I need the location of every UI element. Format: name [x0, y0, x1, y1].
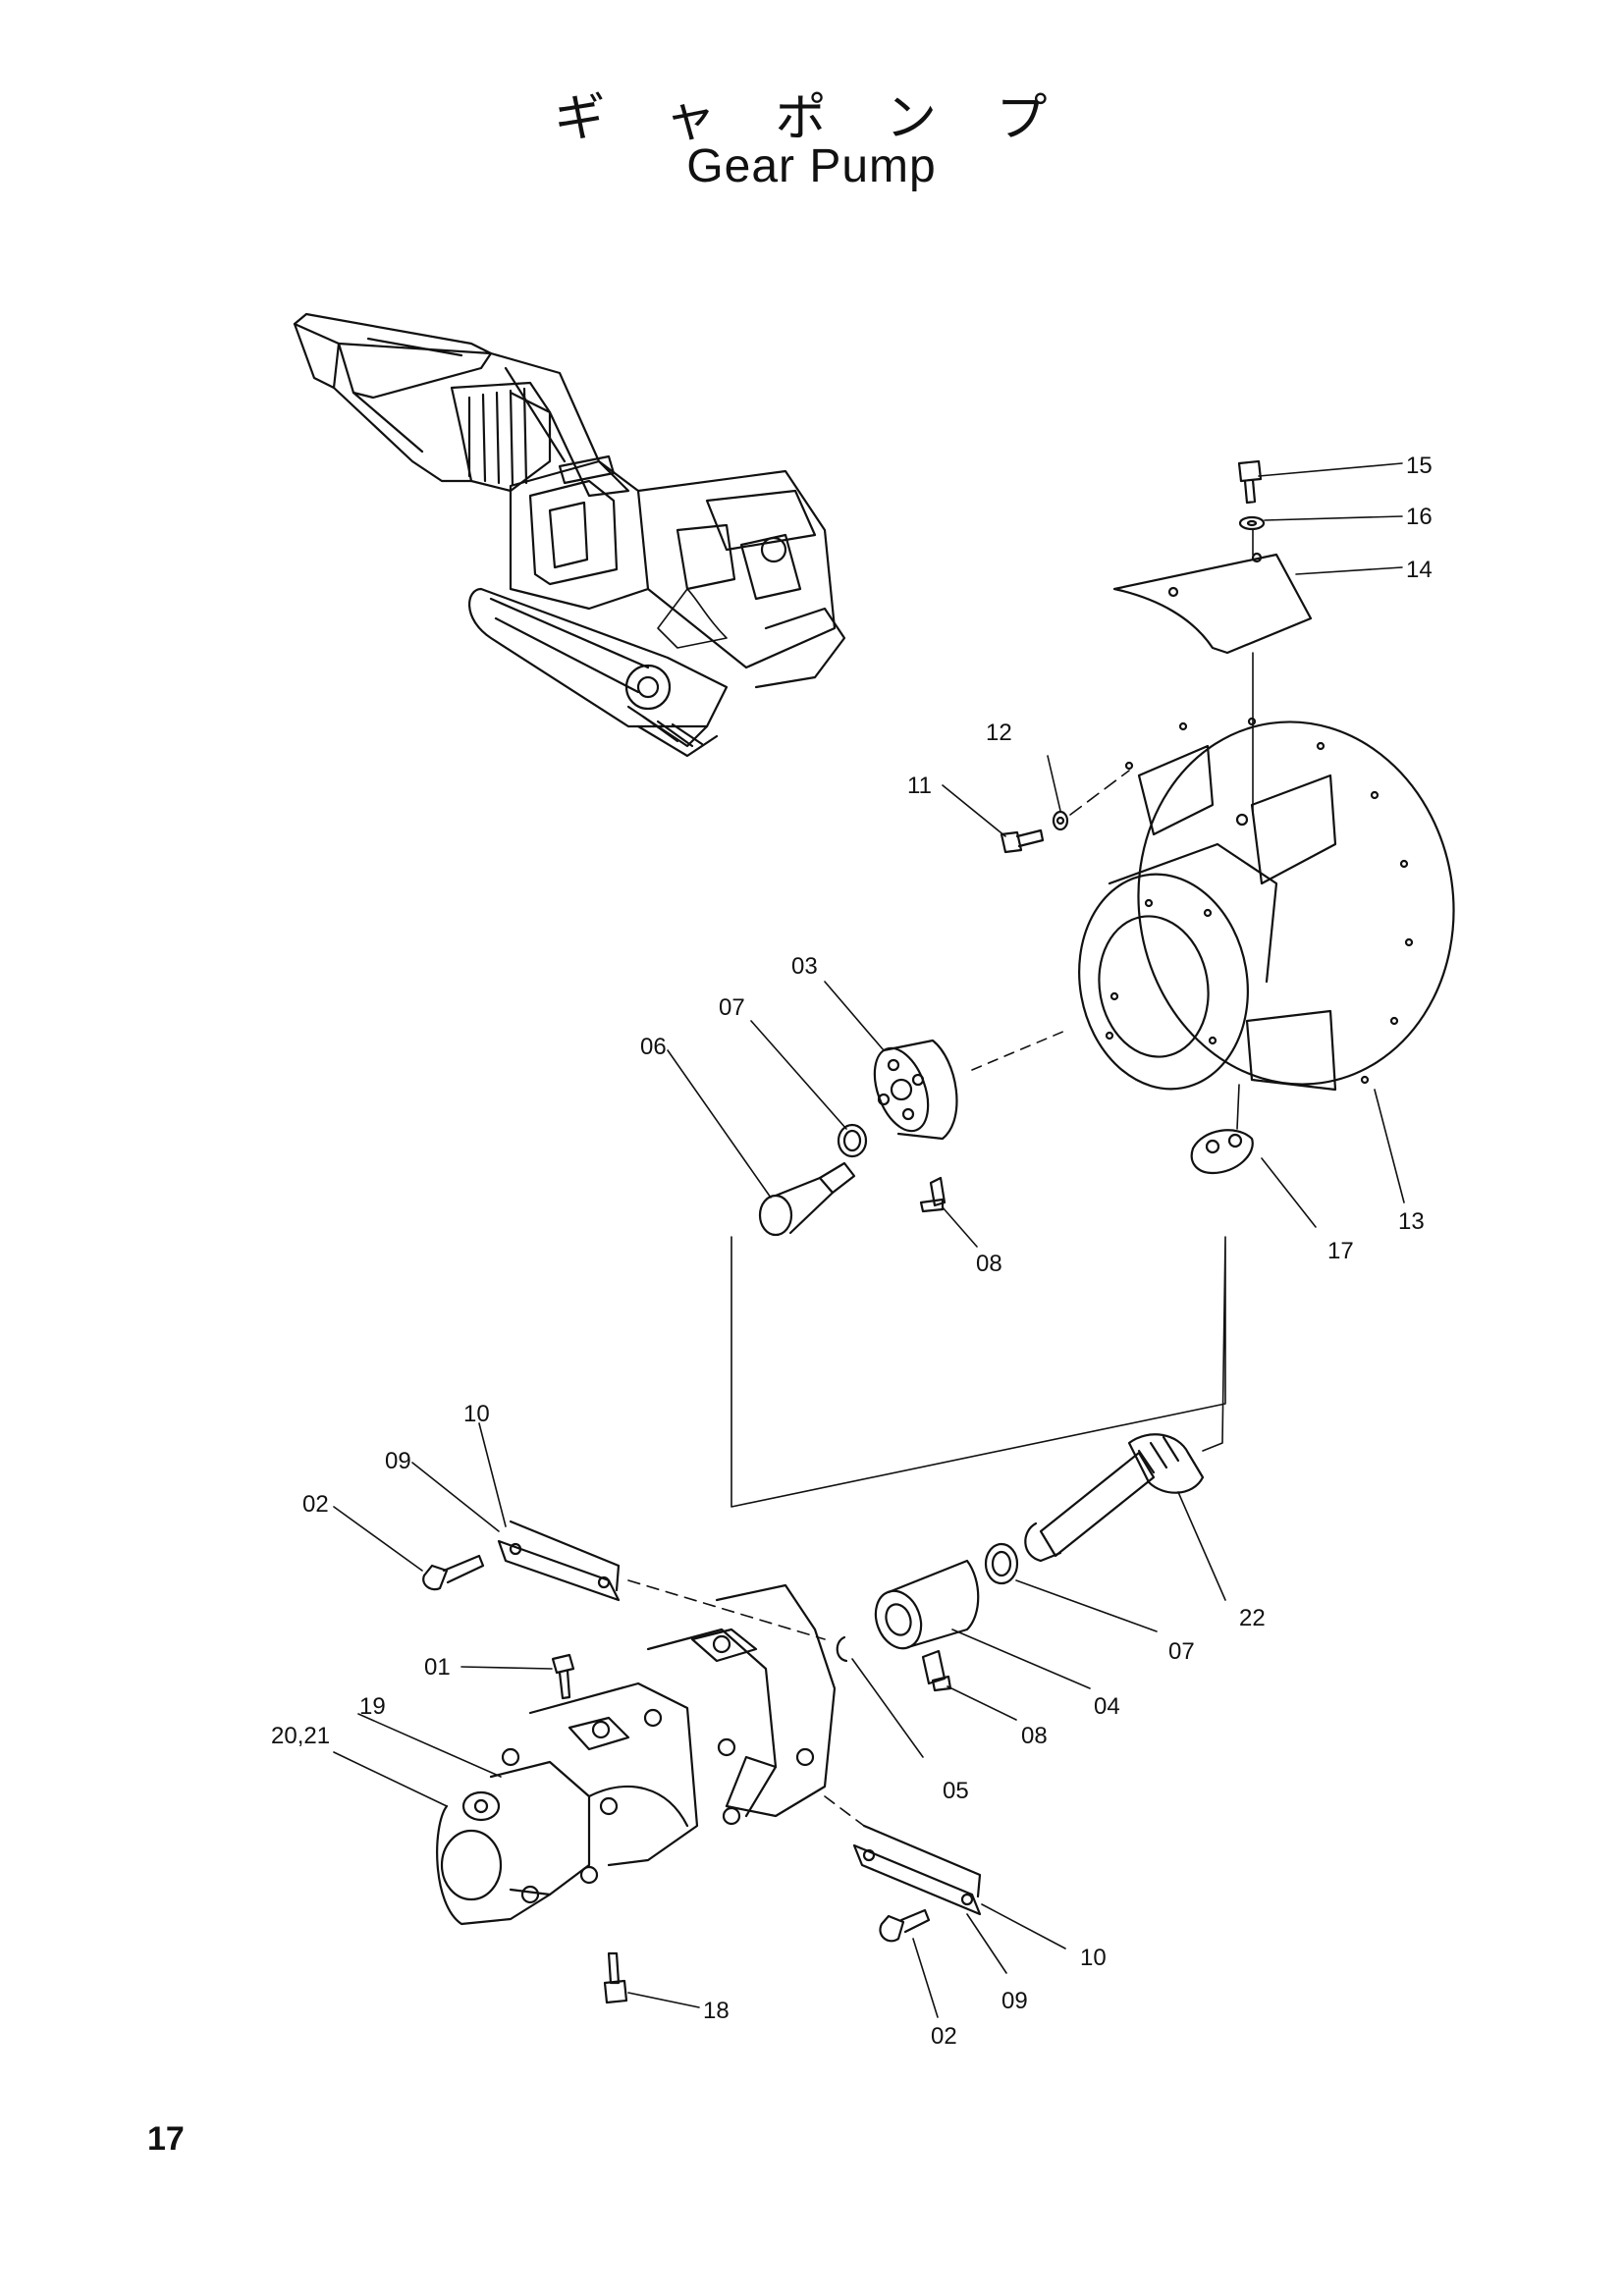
callout-labels: 15 16 14 12 11 03 07 06 08 13 17 10 09 0…	[271, 453, 1433, 2050]
cover-plate	[1112, 552, 1313, 655]
snap-ring-05	[836, 1635, 848, 1663]
coupling-sleeve-04	[874, 1559, 980, 1650]
gear-pump-assembly	[436, 1583, 837, 1926]
callout-20-21: 20,21	[271, 1723, 330, 1749]
page-title-japanese: ギ ャ ポ ン プ	[554, 89, 1069, 148]
callout-07: 07	[719, 994, 745, 1021]
bolt-01	[551, 1653, 575, 1700]
callout-08-lower: 08	[1021, 1723, 1048, 1749]
bracket-10	[497, 1520, 621, 1602]
callout-13: 13	[1398, 1208, 1425, 1235]
coupling-03	[873, 1039, 958, 1141]
callout-17: 17	[1327, 1238, 1354, 1264]
callout-06: 06	[640, 1034, 667, 1060]
rubber-mount-17	[1190, 1129, 1254, 1175]
callout-12: 12	[986, 720, 1012, 746]
bracket-10-lower	[852, 1824, 982, 1916]
callout-02: 02	[302, 1491, 329, 1518]
callout-11: 11	[907, 773, 932, 799]
callout-01: 01	[424, 1654, 451, 1681]
callout-16: 16	[1406, 504, 1433, 530]
callout-03: 03	[791, 953, 818, 980]
grease-nipple-08-lower	[921, 1649, 952, 1692]
bolt-06	[758, 1161, 856, 1237]
seal-ring-07	[837, 1123, 868, 1158]
callout-09: 09	[385, 1448, 411, 1474]
excavator-illustration	[293, 312, 846, 758]
bolt-02	[422, 1554, 485, 1591]
callout-19: 19	[359, 1693, 386, 1720]
leader-lines	[333, 462, 1405, 2018]
callout-08: 08	[976, 1251, 1002, 1277]
drive-shaft-22	[1024, 1433, 1205, 1563]
callout-02-lower: 02	[931, 2023, 957, 2050]
callout-14: 14	[1406, 557, 1433, 583]
seal-ring-07-lower	[984, 1542, 1019, 1585]
callout-18: 18	[703, 1998, 730, 2024]
flywheel-housing	[1078, 717, 1455, 1092]
callout-04: 04	[1094, 1693, 1120, 1720]
page-title-english: Gear Pump	[686, 140, 937, 192]
callout-07-lower: 07	[1168, 1638, 1195, 1665]
bolt-18	[603, 1951, 628, 2004]
callout-09-lower: 09	[1001, 1988, 1028, 2014]
grease-nipple-08	[919, 1176, 947, 1213]
callout-15: 15	[1406, 453, 1433, 479]
callout-10: 10	[463, 1401, 490, 1427]
callout-22: 22	[1239, 1605, 1266, 1631]
bolt-15	[1237, 459, 1266, 531]
bolt-02-lower	[879, 1908, 931, 1943]
callout-05: 05	[943, 1778, 969, 1804]
bolt-11	[1000, 810, 1069, 854]
callout-10-lower: 10	[1080, 1945, 1107, 1971]
page-number: 17	[147, 2120, 185, 2158]
